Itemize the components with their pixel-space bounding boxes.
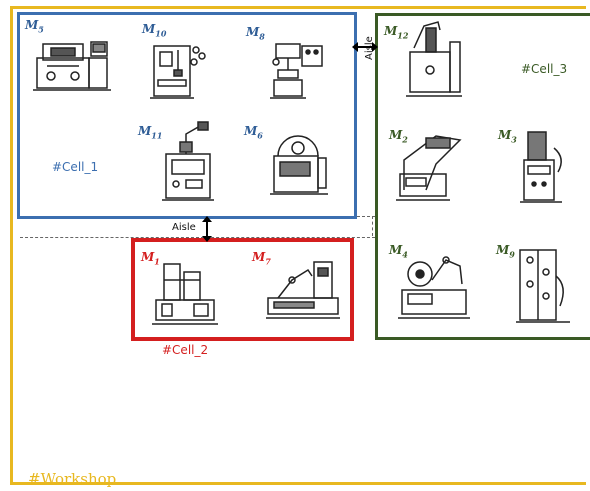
machine-m10-icon: [150, 45, 206, 99]
aisle-guide-line-horizontal: [20, 237, 375, 238]
machine-label-m9: M9: [496, 243, 515, 260]
machine-m9-icon: [516, 249, 570, 323]
machine-m11-icon: [162, 121, 214, 201]
machine-m5-icon: [33, 41, 111, 91]
machine-m1-icon: [152, 263, 218, 325]
aisle-guide-line-corner: [357, 216, 375, 217]
machine-label-m1: M1: [141, 250, 160, 267]
machine-label-m12: M12: [384, 24, 409, 41]
machine-label-m7: M7: [252, 250, 271, 267]
machine-label-m2: M2: [389, 128, 408, 145]
cell-3-boundary: [375, 13, 590, 340]
machine-m3-icon: [520, 131, 562, 203]
aisle-arrow-horizontal-icon: [352, 42, 378, 52]
machine-m12-icon: [406, 21, 462, 97]
machine-label-m4: M4: [389, 243, 408, 260]
workshop-boundary: [10, 6, 586, 485]
machine-m8-icon: [270, 43, 323, 99]
workshop-label: #Workshop: [28, 470, 117, 488]
aisle-arrow-vertical-icon: [202, 216, 212, 242]
machine-label-m10: M10: [142, 22, 167, 39]
machine-m6-icon: [270, 135, 328, 195]
cell-2-boundary: [131, 238, 354, 341]
cell-3-label: #Cell_3: [521, 62, 568, 76]
cell-2-label: #Cell_2: [162, 343, 209, 357]
machine-m4-icon: [398, 256, 470, 319]
cell-1-boundary: [17, 12, 357, 219]
machine-m2-icon: [396, 135, 462, 201]
aisle-label-horizontal: Aisle: [172, 222, 196, 233]
machine-label-m6: M6: [244, 124, 263, 141]
machine-m7-icon: [266, 261, 340, 319]
machine-label-m8: M8: [246, 25, 265, 42]
aisle-guide-line-vertical: [372, 216, 373, 236]
cell-1-label: #Cell_1: [52, 160, 99, 174]
machine-label-m11: M11: [138, 124, 163, 141]
machine-label-m3: M3: [498, 128, 517, 145]
machine-label-m5: M5: [25, 18, 44, 35]
